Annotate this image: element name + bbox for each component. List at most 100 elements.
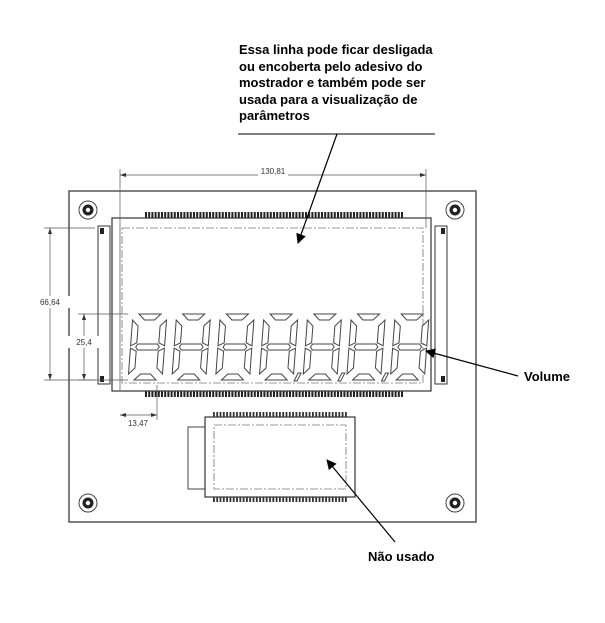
display-pin — [298, 391, 301, 397]
top-note-arrow — [296, 133, 338, 244]
digit-segment — [309, 343, 335, 351]
display-pin — [292, 391, 295, 397]
chip-pin — [269, 412, 271, 417]
chip-pin — [288, 497, 291, 502]
display-pin — [311, 212, 314, 218]
digit-segment — [263, 373, 289, 381]
display-pin — [378, 212, 381, 218]
digit-segment — [392, 318, 401, 347]
display-pin — [228, 391, 231, 397]
digit-segment — [135, 343, 160, 351]
display-pin — [247, 391, 250, 397]
chip-pin — [295, 412, 298, 417]
dimension-digit-pitch: 13,47 — [120, 385, 158, 428]
display-pin — [231, 212, 234, 218]
chip-pin — [226, 412, 228, 417]
display-pin — [202, 391, 205, 397]
chip-pin — [252, 412, 255, 417]
mounting-hole-bottom-left — [78, 493, 98, 513]
chip-pin — [265, 497, 268, 502]
display-pin — [212, 391, 215, 397]
chip-pin — [315, 412, 318, 417]
display-pin — [289, 212, 291, 218]
display-pin — [317, 212, 320, 218]
display-pin — [330, 391, 333, 397]
display-pin — [215, 391, 218, 397]
digit-pitch-label: 13,47 — [128, 419, 149, 428]
display-pin — [337, 212, 339, 218]
display-pin — [378, 391, 381, 397]
display-pin — [231, 391, 234, 397]
digit-segment — [176, 373, 201, 381]
display-pin — [394, 212, 397, 218]
digit-segment — [353, 343, 379, 351]
digit-segment — [304, 318, 314, 347]
digit-segment — [420, 318, 430, 347]
display-pin — [250, 391, 253, 397]
display-pin — [205, 391, 208, 397]
display-pin — [305, 212, 307, 218]
display-pin — [151, 212, 154, 218]
chip-pin — [335, 497, 337, 502]
chip-pin — [269, 497, 271, 502]
chip-pin — [249, 412, 252, 417]
display-pin — [314, 391, 317, 397]
display-pin — [186, 391, 189, 397]
display-pin — [241, 391, 243, 397]
top-note-line: Essa linha pode ficar desligada — [239, 42, 433, 57]
chip-pin — [335, 412, 337, 417]
chip-pin — [229, 412, 232, 417]
display-bracket-right — [434, 225, 448, 385]
chip-pin — [315, 497, 318, 502]
chip-pin — [308, 412, 311, 417]
digit-segment — [222, 343, 248, 351]
chip-pin — [219, 497, 222, 502]
digit-segment — [201, 318, 211, 347]
display-pin — [154, 212, 157, 218]
chip-pin — [338, 497, 341, 502]
digit-segment — [215, 347, 225, 376]
display-pin — [346, 212, 349, 218]
display-pin — [269, 212, 272, 218]
display-pin — [205, 212, 208, 218]
display-pin — [199, 391, 202, 397]
display-pin — [301, 391, 304, 397]
decimal-point — [336, 372, 346, 382]
display-pin — [337, 391, 339, 397]
chip-pin — [292, 497, 294, 502]
chip-pin — [255, 412, 258, 417]
display-pin — [186, 212, 189, 218]
digit-segment — [130, 318, 139, 347]
top-note-line: mostrador e também pode ser — [239, 75, 426, 90]
digit-segment — [181, 313, 206, 321]
mounting-hole-top-left — [78, 200, 98, 220]
display-pin — [282, 212, 285, 218]
display-pin — [189, 391, 192, 397]
display-pin — [385, 212, 387, 218]
display-pin — [263, 212, 266, 218]
display-pin — [285, 212, 288, 218]
digit-segment — [287, 347, 297, 376]
display-pin — [260, 212, 263, 218]
display-pin — [356, 391, 359, 397]
chip-pin — [279, 412, 281, 417]
display-pin — [241, 212, 243, 218]
display-pin — [359, 212, 362, 218]
chip-pin — [216, 412, 219, 417]
display-pin — [292, 212, 295, 218]
seven-segment-digit — [259, 313, 302, 382]
chip-pin — [318, 497, 321, 502]
display-pin — [356, 212, 359, 218]
display-pin — [321, 391, 323, 397]
display-pin — [260, 391, 263, 397]
display-pin — [308, 391, 311, 397]
display-pin — [167, 391, 170, 397]
digit-segment — [376, 318, 386, 347]
seven-segment-digit — [390, 313, 430, 381]
display-pin — [397, 212, 400, 218]
chip-pin — [305, 412, 308, 417]
decimal-point — [380, 372, 390, 382]
display-pin — [340, 391, 343, 397]
display-pin — [369, 212, 371, 218]
chip-pin — [331, 412, 334, 417]
